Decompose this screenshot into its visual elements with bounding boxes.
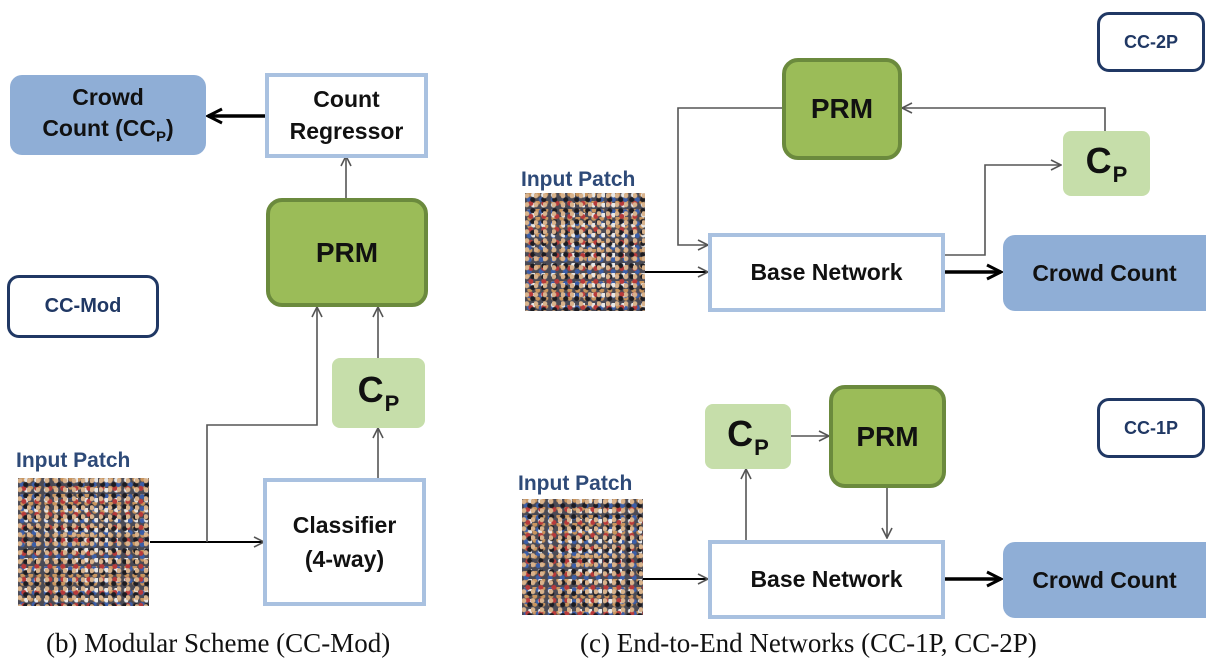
count-regressor-line1: Count — [313, 86, 380, 113]
classifier-line1: Classifier — [292, 511, 397, 538]
crowd-count-line2: Count (CCP) — [42, 115, 174, 146]
cc-mod-tag: CC-Mod — [7, 275, 159, 338]
crowd-count-box-1p: Crowd Count — [1003, 542, 1206, 618]
cp-box-1p: CP — [705, 404, 791, 469]
prm-module-2p: PRM — [782, 58, 902, 160]
input-patch-label-mod: Input Patch — [16, 449, 131, 472]
cc-2p-tag: CC-2P — [1097, 12, 1205, 72]
classifier-line2: (4-way) — [304, 546, 385, 572]
caption-end-to-end: (c) End-to-End Networks (CC-1P, CC-2P) — [580, 628, 1037, 658]
classifier-box: Classifier (4-way) — [263, 478, 426, 606]
prm-label: PRM — [315, 236, 379, 268]
arrow-input-to-prm — [206, 307, 317, 542]
cp-box-mod: CP — [332, 358, 425, 428]
crowd-count-label: Crowd Count — [1032, 566, 1177, 593]
input-patch-image-1p — [522, 499, 643, 615]
arrow-prm-to-base-2p — [677, 107, 782, 245]
crowd-count-label: Crowd Count — [1032, 259, 1177, 286]
cp-symbol: CP — [357, 369, 400, 416]
input-patch-label-1p: Input Patch — [518, 472, 633, 495]
caption-modular: (b) Modular Scheme (CC-Mod) — [46, 628, 391, 658]
cc-1p-tag: CC-1P — [1097, 398, 1205, 458]
count-regressor-box: Count Regressor — [265, 73, 428, 158]
base-network-box-1p: Base Network — [708, 540, 945, 619]
crowd-count-line1: Crowd — [72, 84, 144, 111]
crowd-count-output-box: Crowd Count (CCP) — [10, 75, 206, 155]
prm-module-1p: PRM — [829, 385, 946, 488]
input-patch-label-2p: Input Patch — [521, 168, 636, 191]
base-network-label: Base Network — [750, 259, 903, 285]
base-network-box-2p: Base Network — [708, 233, 945, 312]
input-patch-image-mod — [18, 478, 149, 606]
cp-box-2p: CP — [1063, 131, 1150, 196]
prm-module-mod: PRM — [266, 198, 428, 307]
count-regressor-line2: Regressor — [289, 117, 404, 144]
prm-label: PRM — [810, 93, 874, 124]
crowd-count-box-2p: Crowd Count — [1003, 235, 1206, 311]
cp-symbol: CP — [1085, 139, 1128, 187]
arrow-cp-to-prm-2p — [902, 108, 1106, 131]
cc-2p-tag-label: CC-2P — [1123, 31, 1178, 52]
base-network-label: Base Network — [750, 566, 903, 592]
arrow-base-to-cp-2p — [945, 165, 1061, 256]
input-patch-image-2p — [525, 193, 645, 311]
cc-1p-tag-label: CC-1P — [1123, 417, 1178, 438]
cp-symbol: CP — [727, 412, 769, 460]
cc-mod-tag-label: CC-Mod — [44, 295, 122, 317]
prm-label: PRM — [856, 420, 919, 452]
